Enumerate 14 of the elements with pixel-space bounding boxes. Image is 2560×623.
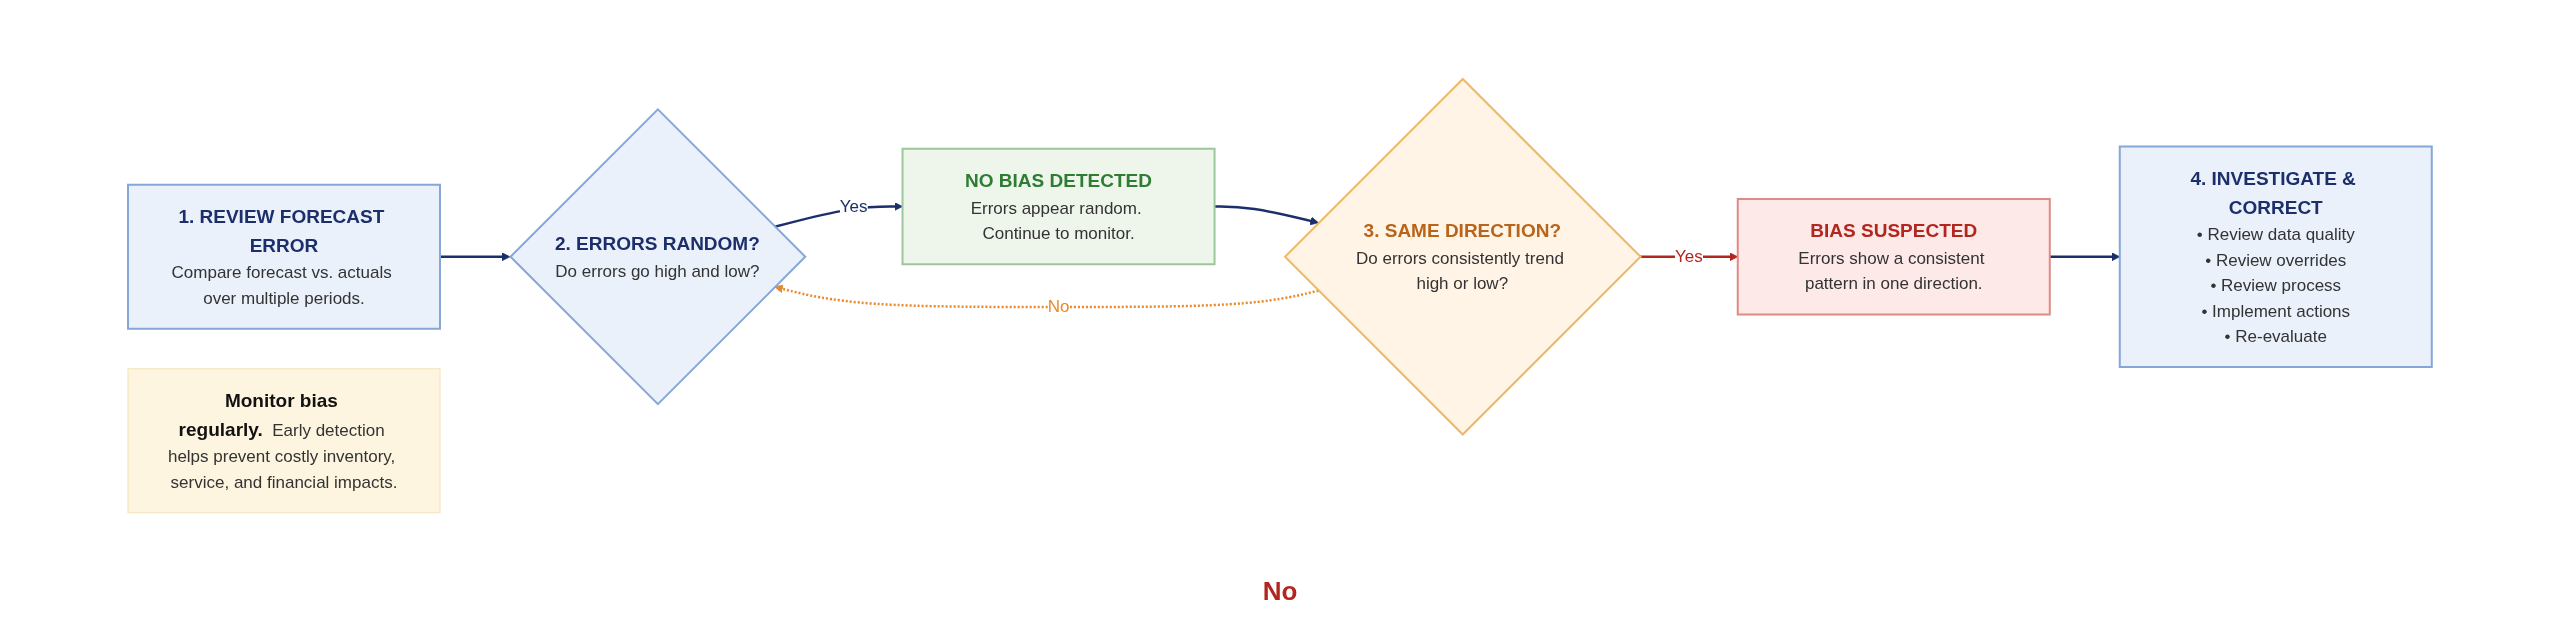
arrow [774, 284, 1319, 309]
node-box: NO BIAS DETECTED Errors appear random. Continue to monitor. [901, 147, 1216, 266]
node-box: 1. REVIEW FORECAST ERROR Compare forecast vs. actuals over multiple periods. [127, 183, 442, 330]
edge-label: No [1047, 297, 1070, 317]
edge-label: Yes [1675, 247, 1703, 267]
edge-label: Yes [839, 196, 868, 216]
node-diamond: 2. ERRORS RANDOM? Do errors go high and low? [509, 108, 807, 406]
arrow [440, 252, 511, 262]
node-box: 4. INVESTIGATE & CORRECT • Review data quality • Review overrides • Review process • Implement actions • Re-evaluate [2118, 145, 2433, 369]
node-box: BIAS SUSPECTED Errors show a consistent pattern in one direction. [1736, 198, 2051, 316]
arrow [1214, 205, 1319, 226]
node-box: Monitor bias regularly. Early detection helps prevent costly inventory, service, and financial impacts. [127, 368, 441, 514]
branch-label: No [1262, 576, 1298, 607]
node-diamond: 3. SAME DIRECTION? Do errors consistently trend high or low? [1283, 77, 1643, 437]
